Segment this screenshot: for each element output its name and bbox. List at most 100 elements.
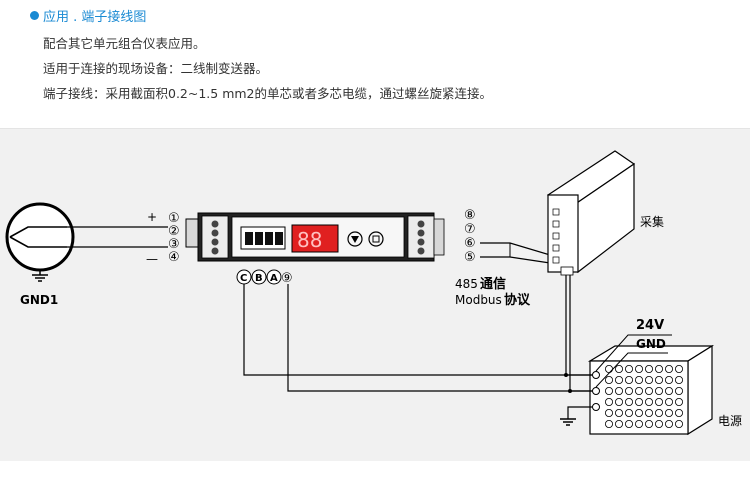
footer-strip <box>0 461 750 477</box>
section-title: 应用 . 端子接线图 <box>30 6 146 25</box>
vent-hole <box>635 397 644 406</box>
label-gnd: GND <box>636 337 666 351</box>
vent-hole <box>665 364 674 373</box>
screw-icon <box>211 220 219 228</box>
vent-hole <box>635 364 644 373</box>
vent-hole <box>675 397 684 406</box>
wire-terminal-c <box>243 284 592 376</box>
vent-hole <box>655 386 664 395</box>
vent-hole <box>625 419 634 428</box>
screw-icon <box>417 220 425 228</box>
screw-icon <box>417 238 425 246</box>
vent-hole <box>635 408 644 417</box>
power-terminal-gnd <box>592 387 600 395</box>
terminal-8: ⑧ <box>464 208 476 223</box>
vent-hole <box>665 375 674 384</box>
terminal-b: B <box>255 273 263 284</box>
vent-hole <box>635 419 644 428</box>
wire-terminal-9 <box>287 284 592 392</box>
vent-hole <box>645 364 654 373</box>
sensor-wire-lower <box>9 236 67 248</box>
collector-port <box>552 232 560 240</box>
vent-hole <box>615 419 624 428</box>
description-line-2: 适用于连接的现场设备：二线制变送器。 <box>43 61 269 76</box>
collector-front-face <box>547 194 579 273</box>
vent-hole <box>675 375 684 384</box>
collector-device: 采集 <box>546 150 664 276</box>
instrument-module: 88 <box>185 212 445 262</box>
vent-hole <box>675 408 684 417</box>
terminal-b-circle <box>251 269 267 285</box>
leader-gnd <box>595 352 668 388</box>
left-terminal-numbers: ① ② ③ ④ <box>168 211 180 265</box>
wire-collector-gnd <box>569 275 592 392</box>
wire-earth <box>567 406 592 419</box>
collector-port <box>552 208 560 216</box>
terminal-a: A <box>270 273 278 284</box>
vent-hole <box>675 386 684 395</box>
sensor: GND1 <box>5 202 75 307</box>
bottom-terminals: C B A ⑨ <box>236 269 293 286</box>
set-button-icon <box>368 231 384 247</box>
comm-modbus-text: 协议 <box>504 292 531 308</box>
vent-hole <box>655 397 664 406</box>
connector-pin <box>255 232 263 245</box>
plus-sign: + <box>147 210 157 224</box>
led-display <box>291 224 339 253</box>
wiring-diagram-svg: GND1 + — ① ② ③ ④ <box>5 150 742 436</box>
collector-port <box>552 244 560 252</box>
section-title-text: 应用 . 端子接线图 <box>43 10 147 25</box>
vent-hole <box>605 397 614 406</box>
vent-hole <box>665 397 674 406</box>
vent-hole <box>625 397 634 406</box>
power-side-face <box>687 344 713 436</box>
right-terminal-numbers: ⑧ ⑦ ⑥ ⑤ <box>464 208 476 265</box>
vent-hole <box>675 419 684 428</box>
terminal-4: ④ <box>168 250 180 265</box>
vent-hole <box>605 419 614 428</box>
terminal-9: ⑨ <box>281 271 293 286</box>
vent-hole <box>665 386 674 395</box>
screw-icon <box>417 247 425 255</box>
terminal-3: ③ <box>168 237 180 252</box>
vent-hole <box>645 397 654 406</box>
screw-icon <box>211 247 219 255</box>
square-icon <box>372 235 380 243</box>
vent-hole <box>625 386 634 395</box>
vent-hole <box>625 364 634 373</box>
vent-hole <box>625 408 634 417</box>
terminal-a-circle <box>266 269 282 285</box>
terminal-6: ⑥ <box>464 236 476 251</box>
connector-pin <box>275 232 283 245</box>
collector-label: 采集 <box>640 214 664 229</box>
down-button-icon <box>347 231 363 247</box>
vent-hole <box>605 408 614 417</box>
wire-comm-b <box>480 256 558 264</box>
power-terminal-earth <box>592 403 600 411</box>
vent-hole <box>645 408 654 417</box>
minus-sign: — <box>146 252 158 266</box>
collector-port <box>552 220 560 228</box>
sensor-circle <box>5 202 75 272</box>
sensor-wire-upper <box>9 226 67 238</box>
vent-hole <box>635 375 644 384</box>
vent-hole <box>615 386 624 395</box>
vent-hole <box>665 419 674 428</box>
leader-24v <box>595 334 672 372</box>
vent-hole <box>655 408 664 417</box>
terminal-7: ⑦ <box>464 222 476 237</box>
screw-icon <box>211 238 219 246</box>
screw-icon <box>211 229 219 237</box>
terminal-5: ⑤ <box>464 250 476 265</box>
description-line-1: 配合其它单元组合仪表应用。 <box>43 36 206 51</box>
vent-hole <box>665 408 674 417</box>
screw-icon <box>417 229 425 237</box>
comm-485-text: 通信 <box>480 276 506 292</box>
collector-port <box>552 256 560 264</box>
connector-pin <box>245 232 253 245</box>
vent-hole <box>645 375 654 384</box>
led-digits: 88 <box>297 228 322 252</box>
header: 应用 . 端子接线图 配合其它单元组合仪表应用。 适用于连接的现场设备：二线制变… <box>0 0 750 128</box>
collector-bottom-connector <box>560 266 574 276</box>
vent-hole <box>625 375 634 384</box>
